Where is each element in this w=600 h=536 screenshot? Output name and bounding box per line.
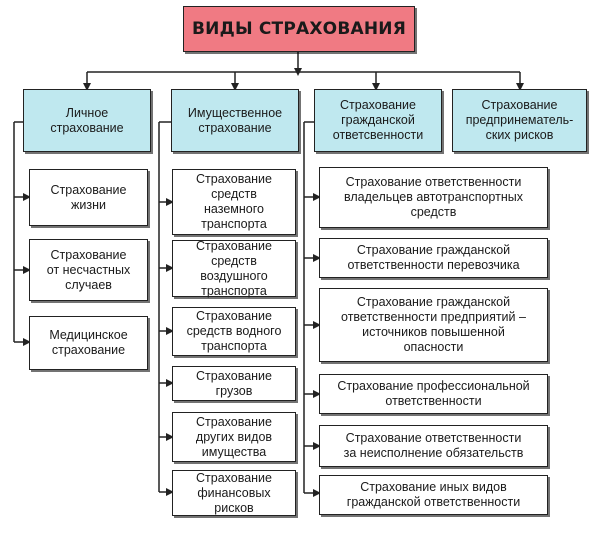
item-hazard-source-liability: Страхование гражданской ответственности … [319, 288, 548, 362]
item-accident-insurance: Страхование от несчастных случаев [29, 239, 148, 301]
item-life-insurance: Страхование жизни [29, 169, 148, 226]
item-water-transport-insurance: Страхование средств водного транспорта [172, 307, 296, 356]
category-personal-insurance: Личное страхование [23, 89, 151, 152]
item-financial-risk-insurance: Страхование финансовых рисков [172, 470, 296, 516]
item-land-transport-insurance: Страхование средств наземного транспорта [172, 169, 296, 235]
item-carrier-liability: Страхование гражданской ответственности … [319, 238, 548, 278]
category-business-risk-insurance: Страхование предпринематель- ских рисков [452, 89, 587, 152]
item-nonperformance-liability: Страхование ответственности за неисполне… [319, 425, 548, 467]
item-other-property-insurance: Страхование других видов имущества [172, 412, 296, 462]
diagram-title: ВИДЫ СТРАХОВАНИЯ [183, 6, 415, 52]
item-other-civil-liability: Страхование иных видов гражданской ответ… [319, 475, 548, 515]
category-liability-insurance: Страхование гражданской ответсвенности [314, 89, 442, 152]
item-professional-liability: Страхование профессиональной ответственн… [319, 374, 548, 414]
category-property-insurance: Имущественное страхование [171, 89, 299, 152]
item-medical-insurance: Медицинское страхование [29, 316, 148, 370]
item-air-transport-insurance: Страхование средств воздушного транспорт… [172, 239, 296, 298]
item-cargo-insurance: Страхование грузов [172, 366, 296, 401]
item-vehicle-owner-liability: Страхование ответственности владельцев а… [319, 167, 548, 228]
